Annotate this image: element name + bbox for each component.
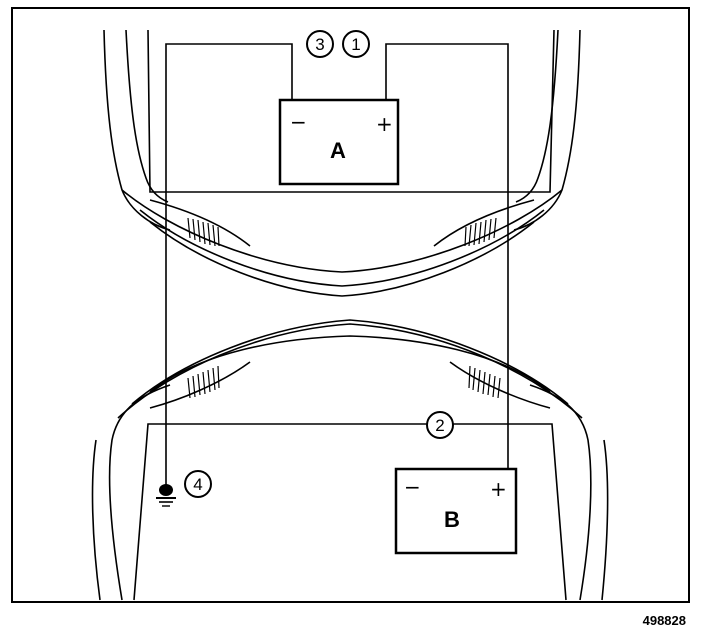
battery-b-label: B [444, 507, 460, 532]
top-vehicle-body [103, 29, 581, 297]
top-left-headlight [187, 217, 220, 247]
cable-positive [385, 43, 509, 470]
battery-b-plus: + [490, 477, 507, 501]
callout-4: 4 [184, 470, 212, 498]
figure-reference-number: 498828 [643, 613, 686, 628]
battery-b: − + B [394, 467, 518, 555]
battery-a-plus: + [376, 112, 393, 136]
callout-1: 1 [342, 30, 370, 58]
ground-icon [156, 484, 176, 507]
battery-a: − + A [278, 98, 400, 186]
battery-a-label: A [330, 138, 346, 163]
cable-negative [165, 43, 293, 486]
diagram-border [11, 7, 690, 603]
svg-text:1: 1 [351, 35, 360, 54]
svg-text:4: 4 [193, 475, 202, 494]
svg-text:3: 3 [315, 35, 324, 54]
bottom-vehicle-body [91, 319, 609, 601]
top-right-headlight [464, 217, 497, 247]
callout-3: 3 [306, 30, 334, 58]
battery-a-minus: − [290, 110, 307, 134]
battery-b-minus: − [404, 475, 421, 499]
svg-text:2: 2 [435, 416, 444, 435]
callout-2: 2 [426, 411, 454, 439]
bottom-right-headlight [468, 365, 501, 399]
bottom-left-headlight [187, 365, 220, 399]
